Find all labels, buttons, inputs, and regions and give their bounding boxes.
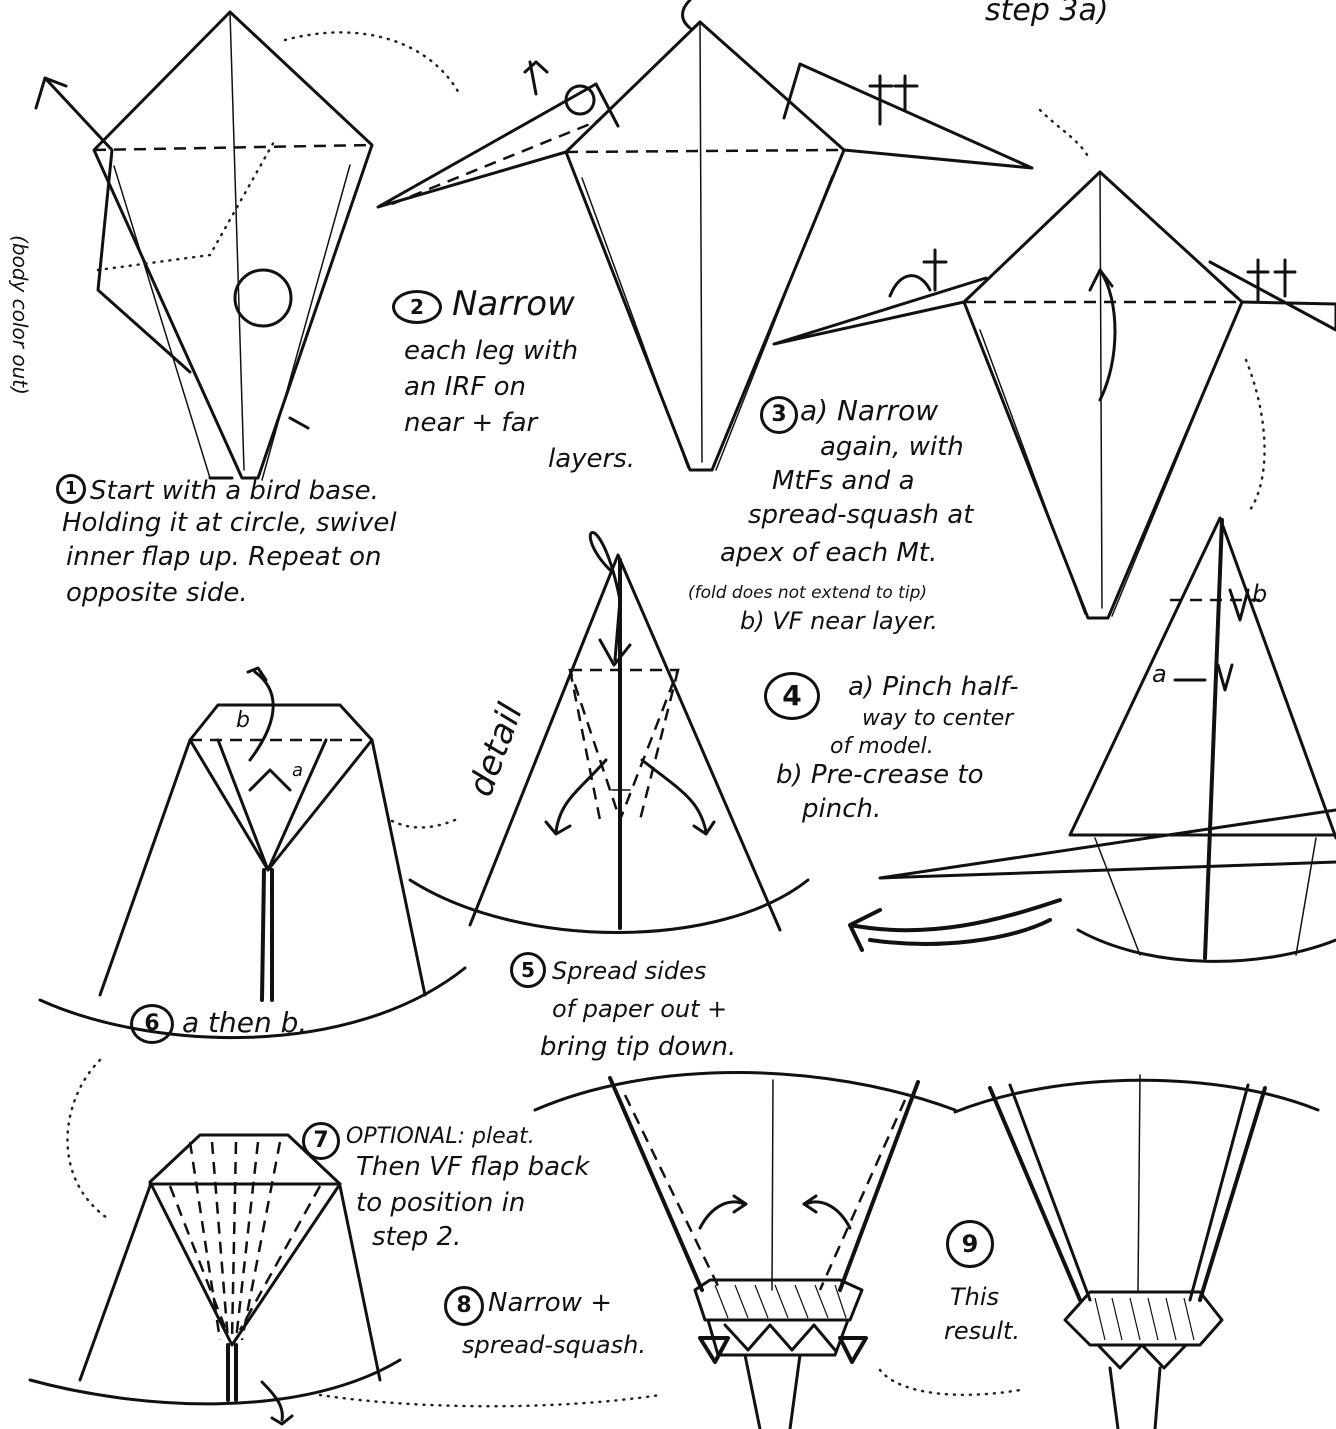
- flow-arrow-2-to-3: [1040, 110, 1090, 160]
- step6-caption: a then b.: [182, 1008, 307, 1038]
- step6-fold-figure: [40, 668, 465, 1038]
- flow-arrow-7-to-8: [320, 1395, 660, 1406]
- flow-arrow-6-to-7: [68, 1060, 111, 1220]
- step-number-7: 7: [302, 1122, 340, 1160]
- step9-result-figure: [955, 1075, 1318, 1429]
- step-number-9: 9: [946, 1220, 994, 1268]
- step-number-6: 6: [130, 1004, 174, 1044]
- label-a-step6: a: [292, 760, 303, 781]
- step4-pinch-figure: [880, 518, 1336, 961]
- flow-arrow-5-to-6: [390, 820, 455, 828]
- step-number-3: 3: [760, 396, 798, 434]
- step-number-8: 8: [444, 1286, 484, 1326]
- step-number-2: 2: [392, 290, 442, 324]
- step8-narrow-figure: [535, 1073, 955, 1429]
- flow-arrow-4-to-5: [850, 900, 1060, 950]
- label-b-step4: b: [1252, 580, 1267, 608]
- body-color-note: (body color out): [5, 235, 35, 395]
- label-a-step4: a: [1152, 660, 1167, 688]
- header-fragment: step 3a): [985, 0, 1109, 26]
- flow-arrow-1-to-2: [285, 32, 460, 95]
- header-bracket: [683, 0, 691, 28]
- label-b-step6: b: [236, 708, 250, 733]
- flow-arrow-8-to-9: [880, 1370, 1020, 1395]
- step1-bird-base-figure: [36, 12, 372, 480]
- step7-pleat-figure: [30, 1135, 400, 1424]
- flow-arrow-3-to-4: [1246, 360, 1265, 510]
- step-number-1: 1: [56, 474, 86, 504]
- step-number-5: 5: [510, 952, 546, 988]
- step-number-4: 4: [764, 672, 820, 720]
